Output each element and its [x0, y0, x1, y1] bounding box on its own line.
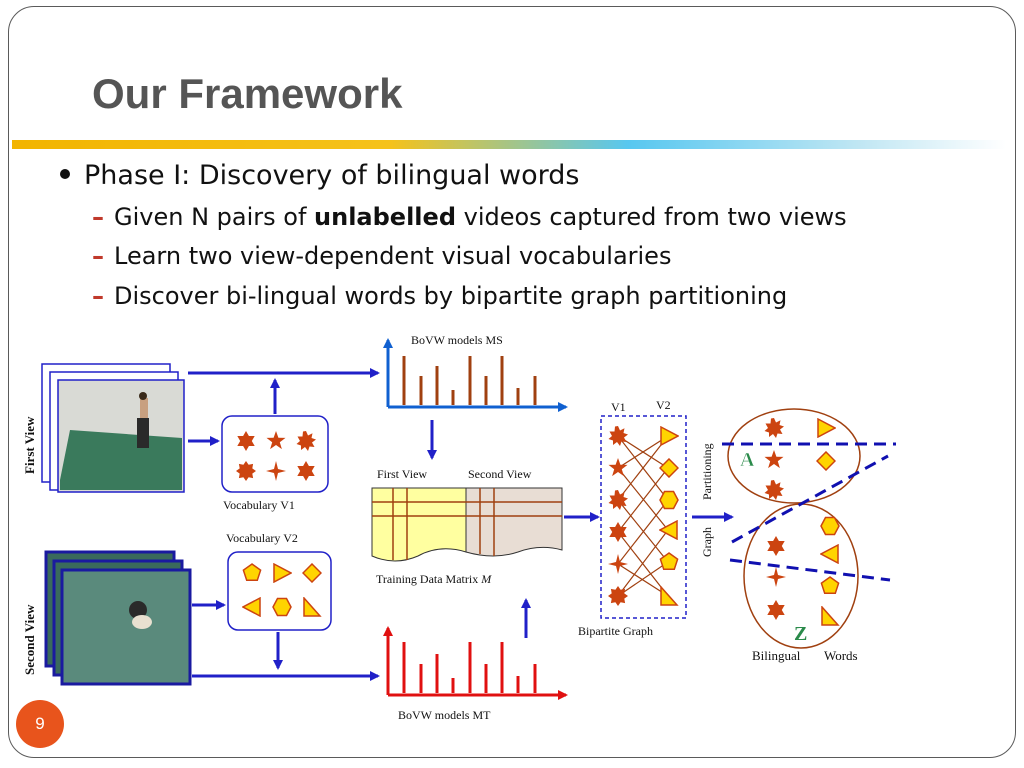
cluster-z-label: Z [794, 623, 807, 645]
star-icon [608, 586, 628, 606]
matrix-caption: Training Data Matrix M [376, 572, 492, 586]
vocab-v1-label: Vocabulary V1 [223, 498, 295, 512]
v1-label: V1 [611, 400, 626, 414]
star-icon [608, 426, 628, 446]
first-view-label: First View [22, 416, 37, 474]
pentagon-icon [820, 576, 840, 595]
hexagon-icon [820, 516, 840, 536]
star-icon [236, 461, 256, 481]
bipartite-label: Bipartite Graph [578, 624, 653, 638]
training-matrix [371, 487, 563, 562]
sub-bullet-1: –Given N pairs of unlabelled videos capt… [92, 203, 847, 231]
partitioning-label: Partitioning [700, 443, 714, 500]
slide-title: Our Framework [92, 70, 403, 117]
sub-bullet-2: –Learn two view-dependent visual vocabul… [92, 242, 671, 270]
cluster-a-label: A [740, 449, 755, 471]
triangle-icon [660, 426, 679, 446]
star-icon [767, 600, 785, 620]
sub-bullet-2-text: Learn two view-dependent visual vocabula… [114, 242, 672, 270]
matrix-caption-text: Training Data Matrix [376, 572, 481, 586]
page-number-badge: 9 [16, 700, 64, 748]
bullet-phase: Phase I: Discovery of bilingual words [60, 160, 580, 191]
star-icon [608, 490, 628, 510]
vocab-v1-box [221, 415, 329, 493]
cluster-a-ellipse [727, 408, 861, 504]
sub-bullet-1-pre: Given N pairs of [114, 203, 315, 231]
bipartite-box [600, 415, 687, 619]
bovw-mt-label: BoVW models MT [398, 708, 491, 722]
matrix-second-view-label: Second View [468, 467, 532, 481]
dash-icon: – [92, 242, 104, 270]
right-triangle-icon [821, 606, 839, 626]
graph-label: Graph [700, 527, 714, 557]
bullet-phase-text: Phase I: Discovery of bilingual words [84, 160, 580, 191]
triangle-icon [817, 418, 836, 438]
matrix-first-view-label: First View [377, 467, 427, 481]
sub-bullet-3-text: Discover bi-lingual words by bipartite g… [114, 282, 788, 310]
sub-bullet-3: –Discover bi-lingual words by bipartite … [92, 282, 787, 310]
sub-bullet-1-post: videos captured from two views [456, 203, 847, 231]
bilingual-label: Bilingual [752, 648, 801, 663]
words-label: Words [824, 648, 858, 663]
diamond-icon [816, 451, 836, 471]
bullet-dot-icon [60, 168, 70, 179]
star-icon [764, 450, 784, 469]
star-icon [608, 554, 628, 574]
first-view-frames [41, 363, 185, 493]
second-view-frames [44, 550, 192, 686]
right-triangle-icon [660, 586, 678, 606]
triangle-icon [820, 544, 839, 564]
vocab-v2-label: Vocabulary V2 [226, 531, 298, 545]
hexagon-icon [659, 490, 679, 510]
star-icon [766, 567, 786, 587]
bipartite-edges [617, 435, 669, 597]
bovw-ms-chart [383, 338, 568, 412]
v2-label: V2 [656, 398, 671, 412]
title-divider [12, 140, 1006, 149]
dash-icon: – [92, 282, 104, 310]
star-icon [608, 458, 628, 477]
hexagon-icon [272, 597, 292, 617]
matrix-symbol: M [480, 572, 492, 586]
flow-arrows [188, 368, 734, 681]
partition-lines [722, 442, 896, 582]
bovw-mt-chart [383, 626, 568, 700]
slide-frame [8, 6, 1016, 758]
star-icon [767, 536, 785, 556]
dash-icon: – [92, 203, 104, 231]
second-view-label: Second View [22, 604, 37, 675]
star-icon [764, 418, 784, 438]
star-icon [764, 480, 784, 500]
sub-bullet-1-bold: unlabelled [314, 203, 456, 231]
bovw-ms-label: BoVW models MS [411, 333, 503, 347]
vocab-v2-box [227, 551, 332, 631]
